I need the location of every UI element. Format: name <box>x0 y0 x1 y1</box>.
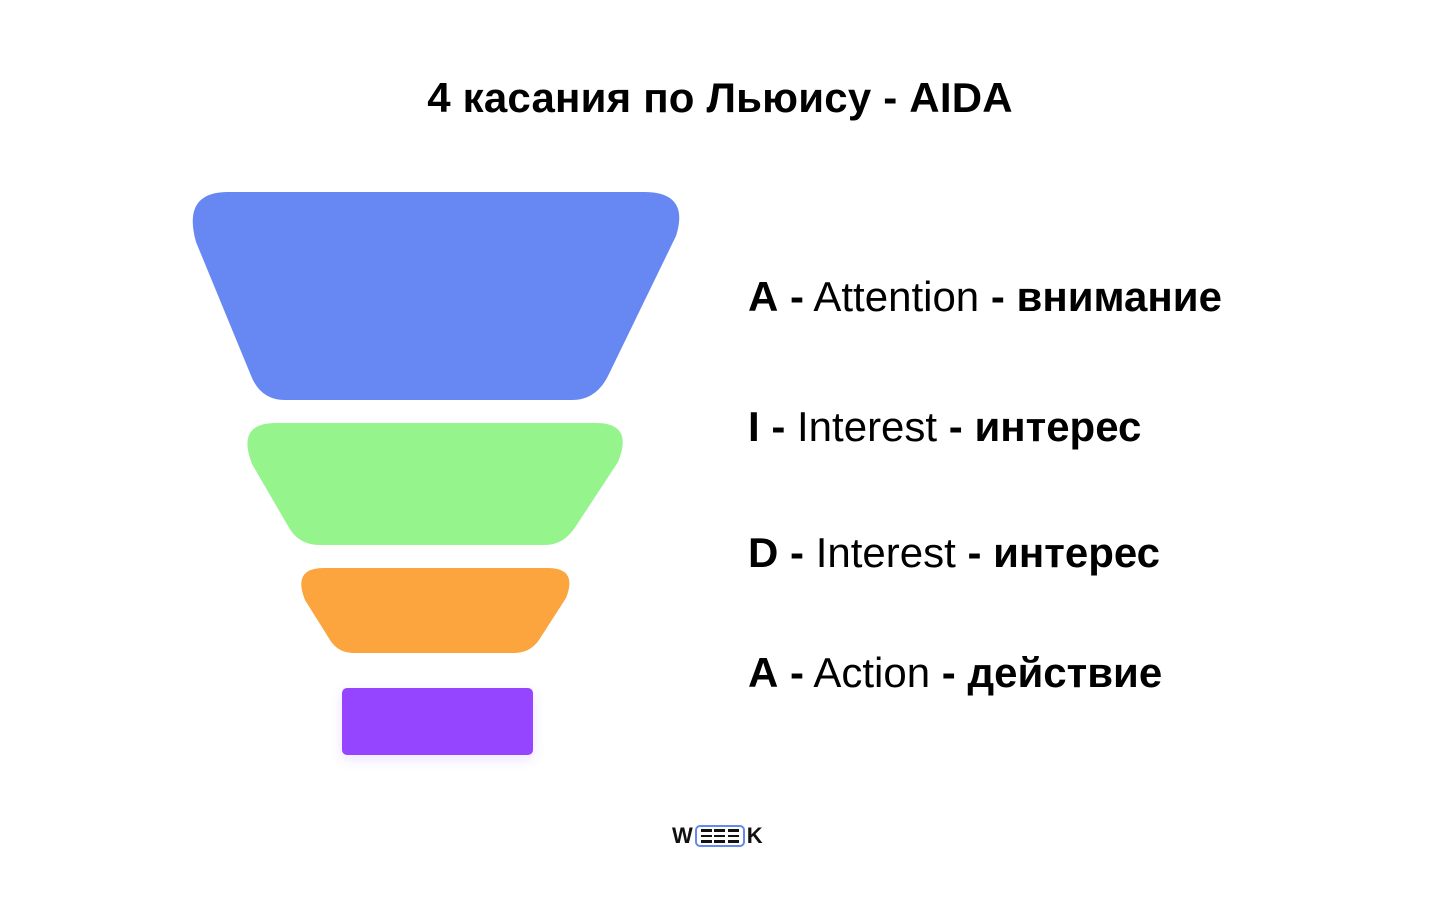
stage-name-ru: внимание <box>1016 273 1222 320</box>
aida-funnel <box>0 0 720 800</box>
stage-letter: A <box>748 273 779 320</box>
funnel-stage-interest <box>247 423 623 545</box>
page-title: 4 касания по Льюису - AIDA <box>427 74 1013 121</box>
funnel-stage-desire <box>301 568 570 653</box>
stage-name-ru: действие <box>967 649 1163 696</box>
separator: - <box>941 649 956 696</box>
stage-row-attention: A - Attention - внимание <box>748 272 1222 322</box>
stage-row-desire: D - Interest - интерес <box>748 528 1160 578</box>
separator: - <box>967 529 982 576</box>
logo-bars-icon <box>694 825 745 847</box>
weeek-logo: W K <box>672 822 763 850</box>
logo-letter-left: W <box>672 823 693 848</box>
stage-name-en: Attention <box>813 273 980 320</box>
separator: - <box>990 273 1005 320</box>
logo-letter-right: K <box>746 823 763 848</box>
separator: - <box>771 403 786 450</box>
stage-row-action: A - Action - действие <box>748 648 1162 698</box>
separator: - <box>790 529 805 576</box>
funnel-graphic <box>192 192 680 755</box>
stage-name-en: Interest <box>797 403 938 450</box>
stage-letter: A <box>748 649 779 696</box>
stage-name-en: Action <box>813 649 931 696</box>
stage-row-interest: I - Interest - интерес <box>748 402 1141 452</box>
stage-letter: I <box>748 403 760 450</box>
separator: - <box>790 273 805 320</box>
funnel-stage-attention <box>192 192 680 400</box>
stage-letter: D <box>748 529 779 576</box>
separator: - <box>948 403 963 450</box>
funnel-stage-action <box>342 688 533 755</box>
separator: - <box>790 649 805 696</box>
stage-name-ru: интерес <box>993 529 1161 576</box>
stage-name-ru: интерес <box>974 403 1142 450</box>
stage-name-en: Interest <box>815 529 956 576</box>
stage-legend: A - Attention - внимание I - Interest - … <box>748 0 1408 800</box>
